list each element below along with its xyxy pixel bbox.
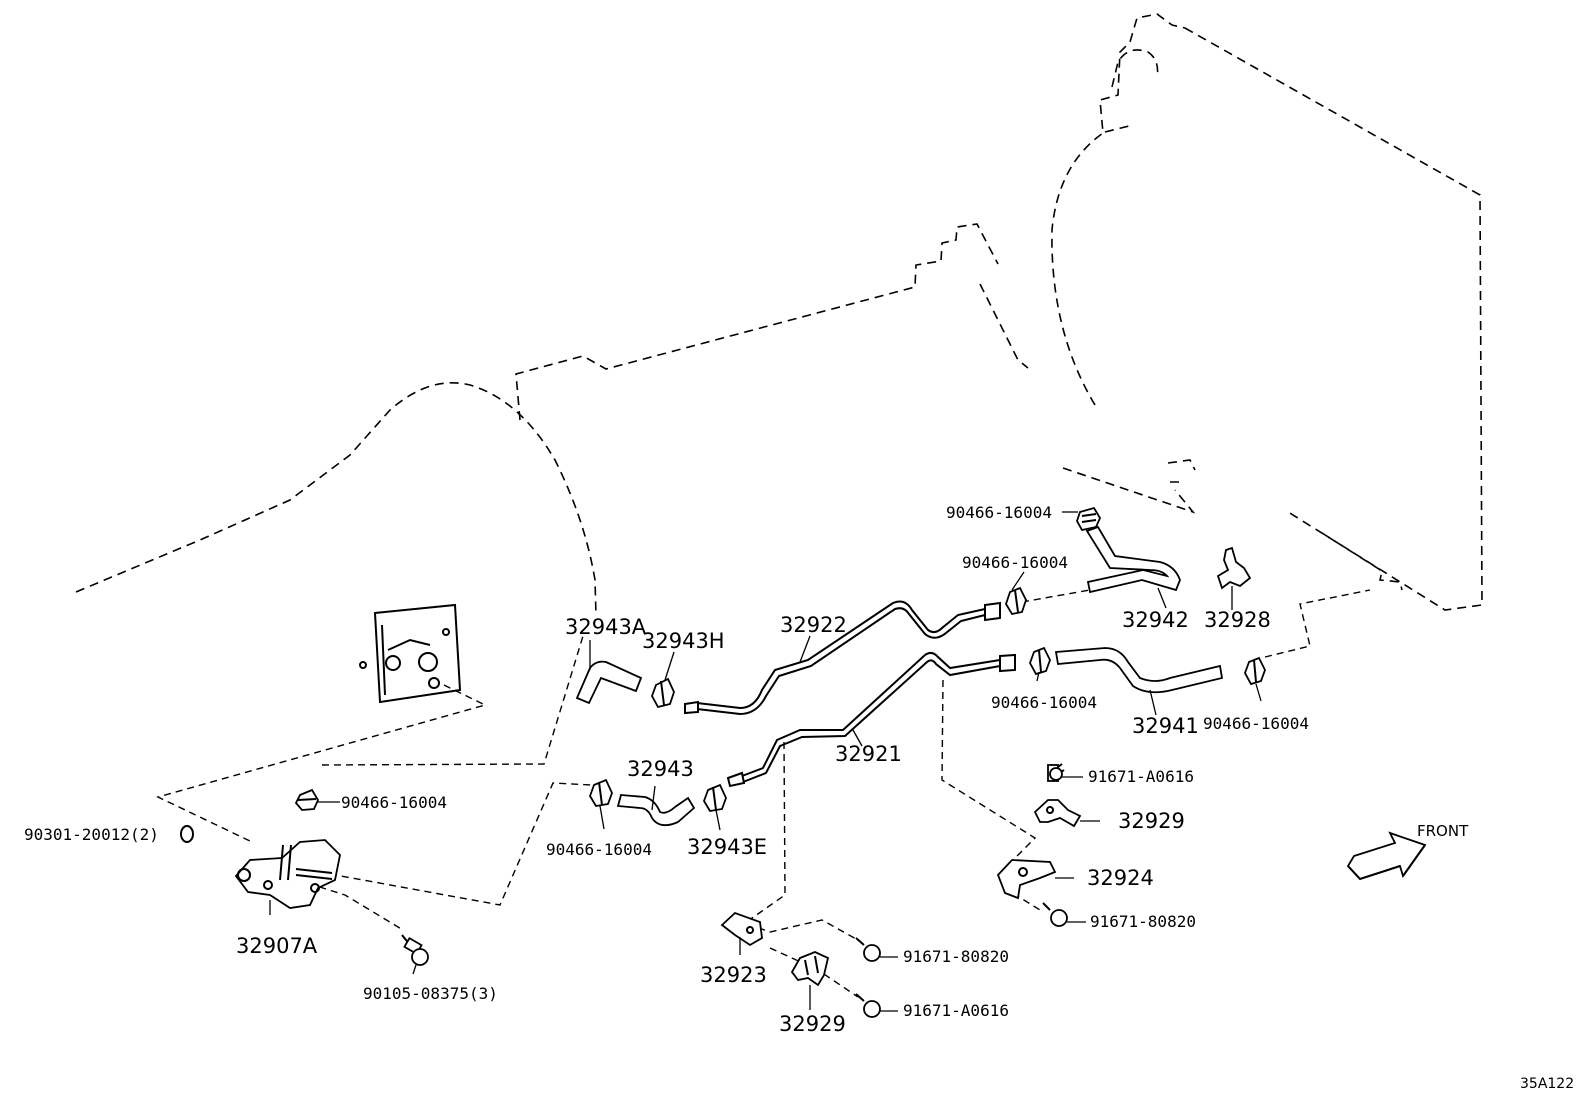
reference-code: 35A122 xyxy=(1520,1076,1574,1092)
label-90466-mid: 90466-16004 xyxy=(962,553,1068,572)
hose-32943A xyxy=(575,660,643,705)
mount-plate xyxy=(359,603,462,704)
label-91671-80820-a: 91671-80820 xyxy=(1090,912,1196,931)
label-90466-top: 90466-16004 xyxy=(946,503,1052,522)
part-labels: 32943A 32943H 32922 32942 32928 32941 32… xyxy=(24,503,1309,1036)
clamp-right xyxy=(1244,656,1266,686)
label-32929-lower: 32929 xyxy=(779,1012,846,1036)
clamp-32929-lower xyxy=(790,951,830,987)
label-32928: 32928 xyxy=(1204,608,1271,632)
label-32921: 32921 xyxy=(835,742,902,766)
label-91671-A0616-a: 91671-A0616 xyxy=(1088,767,1194,786)
leader-lines xyxy=(269,511,1262,1012)
label-32922: 32922 xyxy=(780,613,847,637)
front-arrow: FRONT xyxy=(1346,822,1469,881)
front-label: FRONT xyxy=(1417,822,1469,840)
tube-32922 xyxy=(684,600,1001,716)
label-32929-right: 32929 xyxy=(1118,809,1185,833)
hose-32942 xyxy=(1085,525,1181,594)
clamp-43H xyxy=(651,677,675,709)
hose-32943 xyxy=(616,794,696,827)
bolt-90105 xyxy=(401,934,429,966)
clamp-top xyxy=(1076,506,1102,532)
label-90105: 90105-08375(3) xyxy=(363,984,498,1003)
label-32943: 32943 xyxy=(627,757,694,781)
label-90466-left: 90466-16004 xyxy=(546,840,652,859)
transmission-outline xyxy=(75,13,1483,616)
label-91671-A0616-b: 91671-A0616 xyxy=(903,1001,1009,1020)
bolt-91671-A0616-b xyxy=(855,993,881,1018)
label-90301: 90301-20012(2) xyxy=(24,825,159,844)
label-32907A: 32907A xyxy=(236,934,318,958)
hose-32941 xyxy=(1054,647,1224,694)
label-90466-lowmid: 90466-16004 xyxy=(991,693,1097,712)
clamp-bottom xyxy=(294,788,320,811)
label-91671-80820-b: 91671-80820 xyxy=(903,947,1009,966)
label-32943H: 32943H xyxy=(642,629,725,653)
label-90466-bottom: 90466-16004 xyxy=(341,793,447,812)
tube-32921 xyxy=(726,651,1016,788)
bolt-91671-80820-b xyxy=(855,937,881,962)
label-32924: 32924 xyxy=(1087,866,1154,890)
clamp-mid xyxy=(1005,586,1027,616)
clamps xyxy=(294,506,1266,812)
label-32923: 32923 xyxy=(700,963,767,987)
bracket-32928 xyxy=(1216,546,1252,590)
clamp-lowmid xyxy=(1029,646,1051,676)
clamp-43E xyxy=(703,783,727,812)
assembly-dash-lines xyxy=(156,589,1371,998)
clamp-left xyxy=(589,778,613,807)
label-32942: 32942 xyxy=(1122,608,1189,632)
label-90466-right: 90466-16004 xyxy=(1203,714,1309,733)
bracket-32924 xyxy=(996,859,1057,900)
o-ring xyxy=(180,825,194,843)
bracket-32923 xyxy=(720,911,763,947)
clamp-32929-right xyxy=(1033,799,1082,828)
label-32941: 32941 xyxy=(1132,714,1199,738)
label-32943A: 32943A xyxy=(565,615,647,639)
bolt-91671-A0616-a xyxy=(1047,763,1065,782)
label-32943E: 32943E xyxy=(687,835,767,859)
bracket-32907A xyxy=(234,839,341,909)
bolt-91671-80820-a xyxy=(1042,902,1068,927)
bolts xyxy=(401,763,1068,1018)
